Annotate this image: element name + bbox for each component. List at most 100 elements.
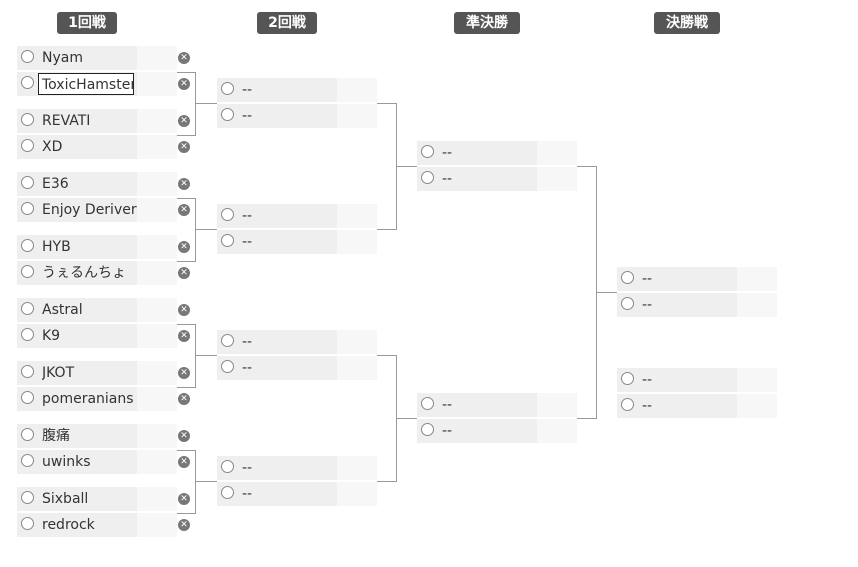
team-name-cell[interactable]: K9 [17,324,137,348]
team-name-cell[interactable]: -- [617,267,737,291]
team-name-cell[interactable]: Enjoy Derivery [17,198,137,222]
team-name[interactable]: pomeranians [42,391,134,407]
team-name[interactable]: 腹痛 [42,428,70,444]
score-cell[interactable] [137,135,177,159]
score-cell[interactable] [337,330,377,354]
team-name-cell[interactable]: -- [417,141,537,165]
team-slot[interactable]: -- [217,482,377,506]
score-cell[interactable] [137,109,177,133]
team-name-cell[interactable]: -- [217,456,337,480]
team-slot[interactable]: うぇるんちょ✕ [17,261,190,285]
radio-icon[interactable] [21,113,34,126]
score-cell[interactable] [537,393,577,417]
radio-icon[interactable] [21,76,34,89]
team-slot[interactable]: redrock✕ [17,513,190,537]
team-name[interactable]: -- [642,297,653,313]
score-cell[interactable] [537,167,577,191]
team-slot[interactable]: -- [417,167,577,191]
team-name-cell[interactable]: XD [17,135,137,159]
team-name-cell[interactable]: uwinks [17,450,137,474]
team-slot[interactable]: HYB ✕ [17,235,190,259]
team-name-cell[interactable]: うぇるんちょ [17,261,137,285]
team-name[interactable]: -- [242,360,253,376]
score-cell[interactable] [137,298,177,322]
team-name-cell[interactable]: Sixball [17,487,137,511]
remove-circle-icon[interactable]: ✕ [178,52,190,64]
team-name[interactable]: -- [242,208,253,224]
team-slot[interactable]: -- [417,141,577,165]
team-name-cell[interactable]: Astral [17,298,137,322]
team-name-cell[interactable]: -- [217,230,337,254]
team-slot[interactable]: -- [417,419,577,443]
radio-icon[interactable] [21,517,34,530]
team-name-cell[interactable]: JKOT [17,361,137,385]
team-name[interactable]: -- [442,145,453,161]
remove-circle-icon[interactable]: ✕ [178,330,190,342]
score-cell[interactable] [337,456,377,480]
team-name[interactable]: Sixball [42,491,89,507]
radio-icon[interactable] [21,365,34,378]
team-name-cell[interactable]: pomeranians [17,387,137,411]
radio-icon[interactable] [221,460,234,473]
score-cell[interactable] [737,368,777,392]
radio-icon[interactable] [21,239,34,252]
team-slot[interactable]: -- [617,267,777,291]
team-name-cell[interactable]: -- [417,393,537,417]
radio-icon[interactable] [221,234,234,247]
radio-icon[interactable] [21,428,34,441]
remove-circle-icon[interactable]: ✕ [178,493,190,505]
team-slot[interactable]: -- [217,356,377,380]
team-slot[interactable]: JKOT✕ [17,361,190,385]
team-name[interactable]: JKOT [42,365,75,381]
score-cell[interactable] [137,46,177,70]
team-slot[interactable]: -- [217,204,377,228]
team-name[interactable]: HYB [42,239,71,255]
remove-circle-icon[interactable]: ✕ [178,456,190,468]
score-cell[interactable] [737,394,777,418]
team-slot[interactable]: -- [617,394,777,418]
remove-circle-icon[interactable]: ✕ [178,304,190,316]
remove-circle-icon[interactable]: ✕ [178,178,190,190]
team-name-cell[interactable]: -- [217,204,337,228]
radio-icon[interactable] [221,360,234,373]
team-name[interactable]: Nyam [42,50,83,66]
team-name[interactable]: -- [442,171,453,187]
radio-icon[interactable] [221,334,234,347]
radio-icon[interactable] [21,202,34,215]
team-name-cell[interactable]: redrock [17,513,137,537]
radio-icon[interactable] [21,50,34,63]
score-cell[interactable] [137,487,177,511]
radio-icon[interactable] [421,145,434,158]
team-name[interactable]: E36 [42,176,69,192]
radio-icon[interactable] [21,391,34,404]
score-cell[interactable] [137,172,177,196]
team-name-cell[interactable]: -- [217,78,337,102]
team-slot[interactable]: -- [617,368,777,392]
radio-icon[interactable] [21,328,34,341]
team-name[interactable]: うぇるんちょ [42,265,126,281]
remove-circle-icon[interactable]: ✕ [178,141,190,153]
team-name[interactable]: -- [442,397,453,413]
team-name[interactable]: Enjoy Derivery [42,202,137,218]
team-name[interactable]: -- [242,460,253,476]
radio-icon[interactable] [21,139,34,152]
radio-icon[interactable] [621,398,634,411]
team-name-cell[interactable]: ToxicHamster [17,72,137,96]
team-slot[interactable]: -- [217,78,377,102]
remove-circle-icon[interactable]: ✕ [178,241,190,253]
score-cell[interactable] [137,235,177,259]
team-slot[interactable]: REVATI✕ [17,109,190,133]
team-name[interactable]: -- [442,423,453,439]
team-slot[interactable]: uwinks ✕ [17,450,190,474]
team-name-cell[interactable]: -- [217,356,337,380]
score-cell[interactable] [337,78,377,102]
team-name-cell[interactable]: E36 [17,172,137,196]
team-name[interactable]: XD [42,139,63,155]
score-cell[interactable] [337,482,377,506]
team-name-cell[interactable]: REVATI [17,109,137,133]
radio-icon[interactable] [21,491,34,504]
team-name[interactable]: redrock [42,517,95,533]
team-name-cell[interactable]: Nyam [17,46,137,70]
radio-icon[interactable] [421,171,434,184]
team-slot[interactable]: -- [217,104,377,128]
